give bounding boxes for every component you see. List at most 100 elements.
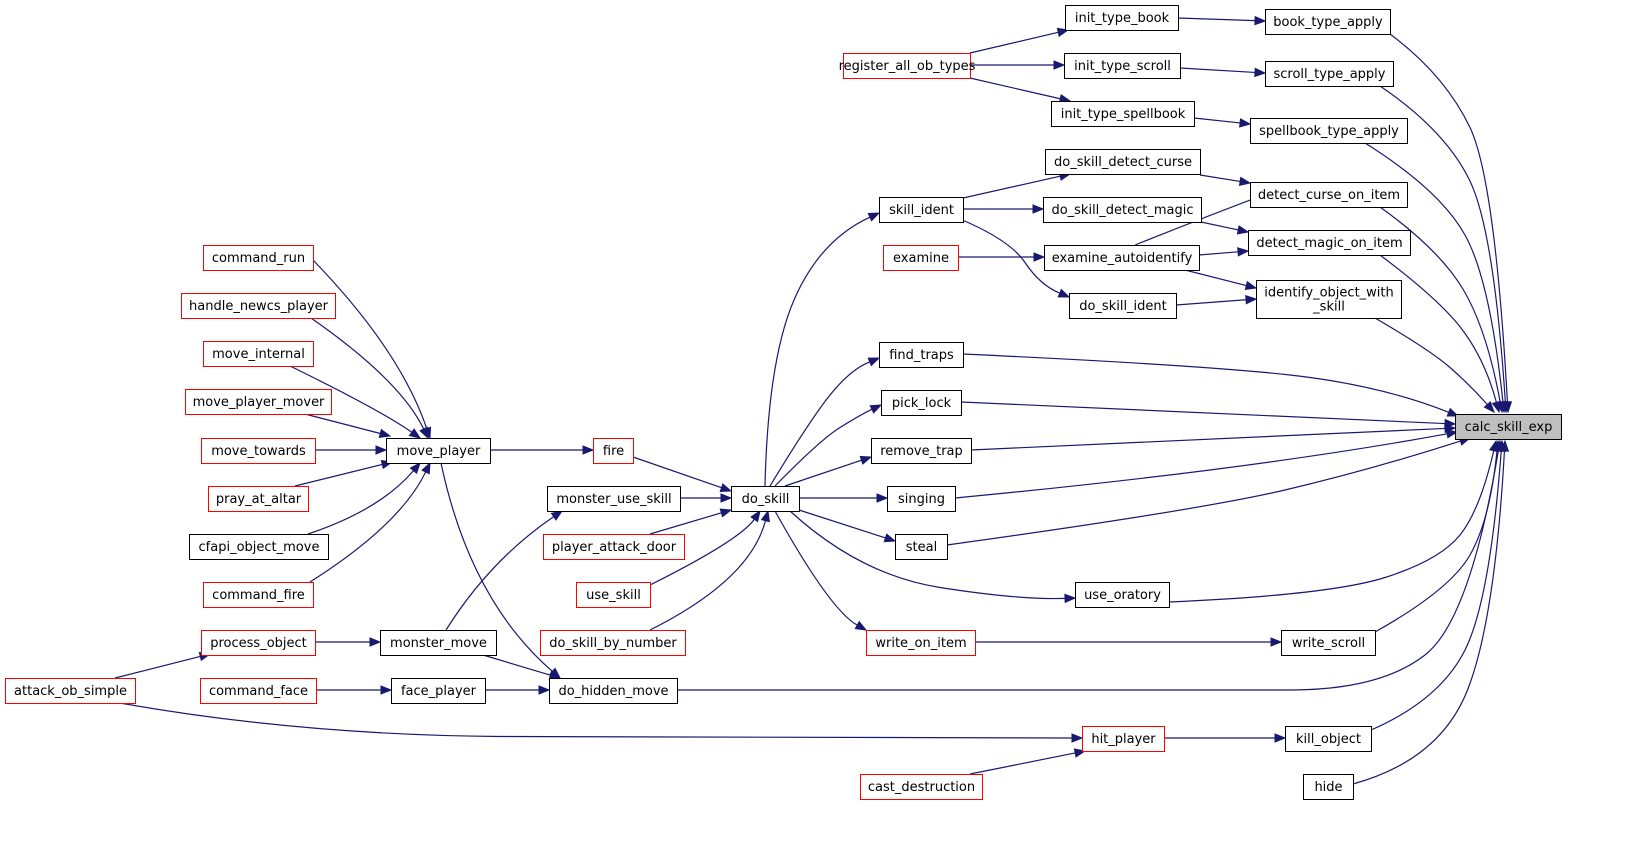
edge-do_skill-to-find_traps: [769, 357, 881, 487]
node-label: calc_skill_exp: [1465, 420, 1553, 435]
edge-move_player-to-fire: [490, 445, 595, 455]
node-label: monster_use_skill: [556, 492, 671, 507]
edge-register_all_ob_types-to-init_type_book: [969, 27, 1070, 54]
node-label: skill_ident: [889, 203, 954, 218]
node-process-object[interactable]: process_object: [201, 630, 316, 656]
node-player-attack-door[interactable]: player_attack_door: [543, 534, 685, 560]
node-label: _skill: [1312, 300, 1345, 315]
node-do-skill-detect-magic[interactable]: do_skill_detect_magic: [1043, 197, 1202, 223]
node-box: [1075, 582, 1170, 608]
edge-use_skill-to-do_skill: [649, 509, 761, 586]
node-hit-player[interactable]: hit_player: [1082, 726, 1165, 752]
node-command-run[interactable]: command_run: [203, 245, 314, 271]
node-remove-trap[interactable]: remove_trap: [871, 438, 972, 464]
node-detect-curse-on-item[interactable]: detect_curse_on_item: [1250, 182, 1408, 208]
edge-cfapi_object_move-to-move_player: [307, 461, 421, 535]
node-register-all-ob-types[interactable]: register_all_ob_types: [839, 53, 976, 79]
node-use-skill[interactable]: use_skill: [576, 582, 651, 608]
node-do-skill-by-number[interactable]: do_skill_by_number: [540, 630, 686, 656]
edge-line: [1199, 174, 1241, 183]
node-scroll-type-apply[interactable]: scroll_type_apply: [1265, 61, 1394, 87]
node-book-type-apply[interactable]: book_type_apply: [1265, 9, 1391, 35]
node-box: [549, 678, 678, 704]
node-init-type-scroll[interactable]: init_type_scroll: [1064, 53, 1181, 79]
node-label: move_player_mover: [193, 395, 325, 410]
node-write-scroll[interactable]: write_scroll: [1281, 630, 1376, 656]
node-label: hide: [1314, 780, 1342, 795]
node-use-oratory[interactable]: use_oratory: [1075, 582, 1170, 608]
edge-line: [1175, 299, 1247, 306]
node-find-traps[interactable]: find_traps: [879, 342, 964, 368]
node-kill-object[interactable]: kill_object: [1285, 726, 1372, 752]
edge-command_face-to-face_player: [316, 685, 393, 695]
node-attack-ob-simple[interactable]: attack_ob_simple: [5, 678, 136, 704]
node-do-skill-detect-curse[interactable]: do_skill_detect_curse: [1045, 149, 1201, 175]
node-do-skill-ident[interactable]: do_skill_ident: [1069, 293, 1177, 319]
node-handle-newcs-player[interactable]: handle_newcs_player: [181, 293, 336, 319]
node-steal[interactable]: steal: [895, 534, 948, 560]
arrowhead-icon: [538, 685, 551, 695]
edge-find_traps-to-calc_skill_exp: [962, 353, 1460, 417]
arrowhead-icon: [1064, 593, 1077, 604]
edge-face_player-to-do_hidden_move: [485, 685, 551, 695]
edge-examine_autoidentify-to-identify_object_with_skill: [1184, 269, 1258, 291]
node-label: pick_lock: [892, 396, 952, 411]
node-pick-lock[interactable]: pick_lock: [881, 390, 962, 416]
node-command-fire[interactable]: command_fire: [203, 582, 314, 608]
arrowhead-icon: [408, 428, 422, 439]
edge-player_attack_door-to-do_skill: [649, 508, 733, 535]
node-label: move_internal: [212, 347, 305, 362]
edge-line: [946, 440, 1461, 546]
node-box: [1248, 230, 1411, 256]
node-box: [1281, 630, 1376, 656]
edge-line: [309, 471, 427, 583]
node-do-skill[interactable]: do_skill: [731, 486, 800, 512]
node-init-type-spellbook[interactable]: init_type_spellbook: [1051, 101, 1195, 127]
edge-line: [1198, 251, 1239, 256]
arrowhead-icon: [369, 637, 382, 647]
node-detect-magic-on-item[interactable]: detect_magic_on_item: [1248, 230, 1411, 256]
node-command-face[interactable]: command_face: [200, 678, 317, 704]
node-hide[interactable]: hide: [1303, 774, 1354, 800]
node-label: move_towards: [211, 444, 306, 459]
node-singing[interactable]: singing: [887, 486, 956, 512]
node-monster-move[interactable]: monster_move: [380, 630, 497, 656]
nodes-layer: calc_skill_exp book_type_apply scroll_type…: [5, 5, 1562, 800]
node-label: handle_newcs_player: [189, 299, 329, 314]
node-write-on-item[interactable]: write_on_item: [866, 630, 976, 656]
node-cfapi-object-move[interactable]: cfapi_object_move: [189, 534, 329, 560]
edge-line: [1200, 221, 1239, 231]
node-box: [1455, 414, 1562, 440]
arrowhead-icon: [419, 426, 429, 440]
node-skill-ident[interactable]: skill_ident: [879, 197, 964, 223]
node-examine-autoidentify[interactable]: examine_autoidentify: [1044, 245, 1200, 271]
node-identify-object-with-skill[interactable]: identify_object_with_skill: [1256, 280, 1402, 319]
arrowhead-icon: [1499, 439, 1510, 452]
node-fire[interactable]: fire: [593, 438, 634, 464]
arrowhead-icon: [1237, 247, 1250, 257]
node-face-player[interactable]: face_player: [391, 678, 486, 704]
node-label: steal: [906, 540, 937, 555]
edge-write_on_item-to-write_scroll: [975, 637, 1283, 647]
node-pray-at-altar[interactable]: pray_at_altar: [208, 486, 309, 512]
node-cast-destruction[interactable]: cast_destruction: [860, 774, 983, 800]
edge-move_internal-to-move_player: [289, 365, 422, 439]
node-monster-use-skill[interactable]: monster_use_skill: [547, 486, 681, 512]
node-box: [1064, 53, 1181, 79]
node-do-hidden-move[interactable]: do_hidden_move: [549, 678, 678, 704]
node-init-type-book[interactable]: init_type_book: [1065, 5, 1179, 31]
node-move-internal[interactable]: move_internal: [203, 341, 314, 367]
edge-line: [960, 401, 1446, 425]
edge-line: [1179, 67, 1256, 74]
node-move-towards[interactable]: move_towards: [201, 438, 316, 464]
node-move-player[interactable]: move_player: [386, 438, 491, 464]
node-move-player-mover[interactable]: move_player_mover: [185, 389, 332, 415]
arrowhead-icon: [1244, 280, 1258, 291]
edge-line: [969, 752, 1076, 775]
node-spellbook-type-apply[interactable]: spellbook_type_apply: [1250, 118, 1408, 144]
arrowhead-icon: [375, 445, 388, 455]
node-label: singing: [898, 492, 945, 507]
edge-use_oratory-to-calc_skill_exp: [1168, 439, 1499, 603]
node-examine[interactable]: examine: [883, 245, 959, 271]
